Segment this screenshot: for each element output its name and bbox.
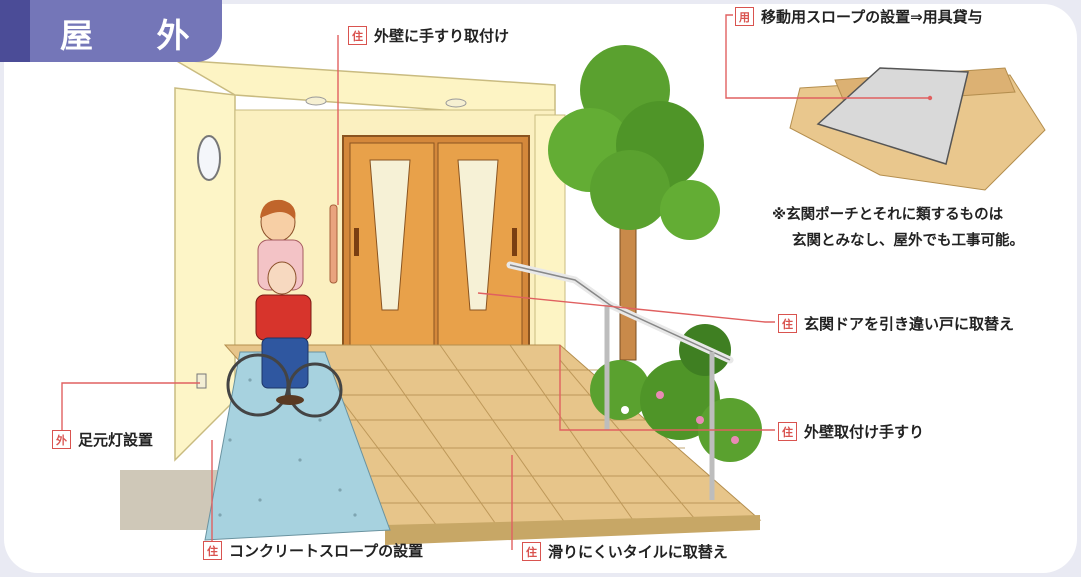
label-text: 玄関ドアを引き違い戸に取替え — [804, 315, 1015, 333]
ceiling-light — [445, 98, 467, 108]
door-handle — [354, 228, 359, 256]
feet — [276, 395, 304, 405]
label-text: 外壁に手すり取付け — [374, 27, 510, 45]
wheel — [287, 362, 343, 418]
round-window — [197, 135, 221, 181]
label-text: 移動用スロープの設置⇒用具貸与 — [761, 8, 983, 26]
label-door-replace: 住 玄関ドアを引き違い戸に取替え — [778, 313, 1014, 334]
section-tab: 屋 外 — [0, 0, 222, 62]
badge-ju: 住 — [203, 541, 222, 560]
badge-you: 用 — [735, 7, 754, 26]
door-glass — [457, 159, 499, 311]
label-wall-rail: 住 外壁取付け手すり — [778, 421, 924, 442]
label-text: 滑りにくいタイルに取替え — [548, 543, 728, 561]
label-wall-handrail: 住 外壁に手すり取付け — [348, 25, 509, 46]
label-text: コンクリートスロープの設置 — [229, 542, 424, 560]
wall-handrail — [329, 204, 338, 284]
label-ramp-rental: 用 移動用スロープの設置⇒用具貸与 — [735, 6, 983, 27]
patient-legs — [261, 337, 309, 389]
badge-gai: 外 — [52, 430, 71, 449]
label-text: 足元灯設置 — [78, 431, 154, 449]
section-title: 屋 外 — [60, 16, 216, 55]
portable-ramp-inset — [789, 67, 1046, 191]
porch-note: ※玄関ポーチとそれに類するものは 玄関とみなし、屋外でも工事可能。 — [772, 202, 1024, 254]
wheelchair-scene — [226, 199, 343, 418]
leader-lines — [61, 14, 928, 550]
label-text: 外壁取付け手すり — [804, 423, 925, 441]
portable-ramp-plate — [816, 67, 969, 165]
ceiling-light — [305, 96, 327, 106]
patient-body — [255, 294, 312, 341]
label-foot-light: 外 足元灯設置 — [52, 429, 153, 450]
tree — [548, 45, 720, 361]
door-handle — [512, 228, 517, 256]
badge-ju: 住 — [778, 314, 797, 333]
foot-light-fixture — [196, 373, 207, 389]
note-line: 玄関とみなし、屋外でも工事可能。 — [792, 233, 1024, 249]
door-glass — [369, 159, 411, 311]
badge-ju: 住 — [522, 542, 541, 561]
badge-ju: 住 — [348, 26, 367, 45]
label-concrete-slope: 住 コンクリートスロープの設置 — [203, 540, 423, 561]
badge-ju: 住 — [778, 422, 797, 441]
note-line: ※玄関ポーチとそれに類するものは — [772, 207, 1004, 223]
caregiver-hair — [260, 199, 296, 220]
porch-step — [385, 515, 760, 545]
patient-head — [267, 261, 297, 295]
label-non-slip-tile: 住 滑りにくいタイルに取替え — [522, 541, 728, 562]
tab-accent-bar — [0, 0, 30, 62]
